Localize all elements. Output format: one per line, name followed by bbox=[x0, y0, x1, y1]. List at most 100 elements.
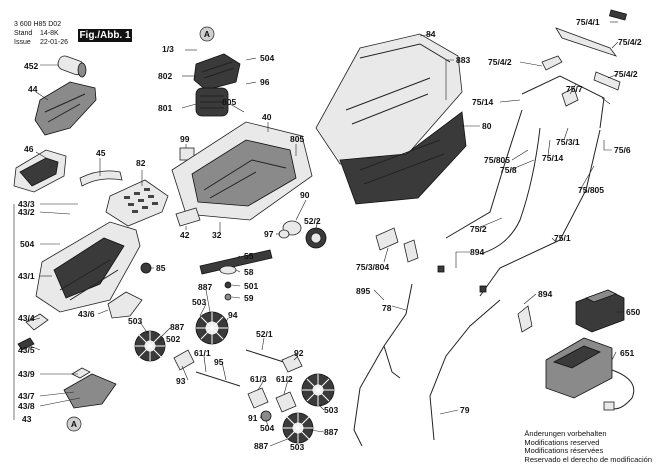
label-75-3-1: 75/3/1 bbox=[556, 137, 580, 147]
part-43-housing bbox=[35, 221, 141, 313]
label-75-8: 75/8 bbox=[500, 165, 517, 175]
label-651: 651 bbox=[620, 348, 634, 358]
label-99: 99 bbox=[180, 134, 190, 144]
part-501-nut bbox=[224, 281, 232, 289]
label-95: 95 bbox=[214, 357, 224, 367]
part-802-motor-top bbox=[193, 53, 241, 91]
label-75-805-b: 75/805 bbox=[578, 185, 604, 195]
label-43-8: 43/8 bbox=[18, 401, 35, 411]
issue-value: 22-01-26 bbox=[40, 39, 69, 46]
part-59-screw bbox=[224, 293, 232, 301]
label-40: 40 bbox=[262, 112, 272, 122]
label-32: 32 bbox=[212, 230, 222, 240]
part-43-7-guard bbox=[63, 373, 117, 409]
part-61-1-axle bbox=[195, 371, 241, 387]
label-75-14-a: 75/14 bbox=[472, 97, 494, 107]
part-75-3-804-clamp bbox=[375, 227, 399, 251]
label-75-1: 75/1 bbox=[554, 233, 571, 243]
modification-notes: Änderungen vorbehalten Modifications res… bbox=[524, 429, 652, 464]
label-452: 452 bbox=[24, 61, 38, 71]
label-504-b: 504 bbox=[20, 239, 34, 249]
label-887-a: 887 bbox=[198, 282, 212, 292]
label-59: 59 bbox=[244, 293, 254, 303]
label-650: 650 bbox=[626, 307, 640, 317]
label-90: 90 bbox=[300, 190, 310, 200]
part-45-grip bbox=[79, 170, 123, 187]
drawing-code: 3 600 H85 D02 bbox=[14, 21, 62, 28]
label-91: 91 bbox=[248, 413, 258, 423]
part-80-grass-box bbox=[339, 111, 467, 205]
part-61-2-bracket bbox=[275, 391, 297, 413]
label-1-3: 1/3 bbox=[162, 44, 174, 54]
label-61-3: 61/3 bbox=[250, 374, 267, 384]
stand-value: 14-8K bbox=[40, 30, 59, 37]
label-75-6: 75/6 bbox=[614, 145, 631, 155]
label-894-a: 894 bbox=[470, 247, 484, 257]
label-52-2: 52/2 bbox=[304, 216, 321, 226]
part-75-6-rail bbox=[559, 129, 601, 241]
label-82: 82 bbox=[136, 158, 146, 168]
label-503-b: 503 bbox=[128, 316, 142, 326]
stand-label: Stand bbox=[14, 30, 33, 37]
part-75-8-cable bbox=[479, 127, 541, 255]
label-45: 45 bbox=[96, 148, 106, 158]
label-75-4-2-b: 75/4/2 bbox=[488, 57, 512, 67]
label-43-1: 43/1 bbox=[18, 271, 35, 281]
label-504-c: 504 bbox=[260, 423, 274, 433]
label-502: 502 bbox=[166, 334, 180, 344]
label-504-a: 504 bbox=[260, 53, 274, 63]
part-43-6-bracket bbox=[107, 291, 143, 319]
label-887-b: 887 bbox=[170, 322, 184, 332]
label-94: 94 bbox=[228, 310, 238, 320]
part-651-charger bbox=[545, 337, 635, 411]
marker-a-bottom-text: A bbox=[71, 419, 77, 429]
label-805-b: 805 bbox=[290, 134, 304, 144]
part-94-wheel bbox=[195, 311, 229, 345]
note-en: Modifications reserved bbox=[524, 437, 600, 447]
label-61-1: 61/1 bbox=[194, 348, 211, 358]
label-75-4-2-c: 75/4/2 bbox=[614, 69, 638, 79]
label-887-c: 887 bbox=[254, 441, 268, 451]
label-75-2: 75/2 bbox=[470, 224, 487, 234]
label-75-805-a: 75/805 bbox=[484, 155, 510, 165]
part-78-lower-handle bbox=[353, 283, 413, 447]
part-44-cover bbox=[34, 81, 97, 136]
part-93-bracket bbox=[173, 349, 195, 371]
label-97: 97 bbox=[264, 229, 274, 239]
part-85-knob bbox=[140, 262, 152, 274]
label-802: 802 bbox=[158, 71, 172, 81]
part-503-rear-wheel-a bbox=[301, 373, 335, 407]
label-883: 883 bbox=[456, 55, 470, 65]
part-91-hub bbox=[260, 410, 272, 422]
label-43-3: 43/3 bbox=[18, 199, 35, 209]
marker-a-top: A bbox=[199, 26, 215, 42]
label-96: 96 bbox=[260, 77, 270, 87]
label-58: 58 bbox=[244, 267, 254, 277]
part-92-bracket bbox=[281, 353, 303, 373]
part-55-blade bbox=[199, 249, 273, 275]
part-42-guard bbox=[175, 207, 201, 227]
label-84: 84 bbox=[426, 29, 436, 39]
marker-a-top-text: A bbox=[204, 29, 210, 39]
part-58-washer bbox=[219, 265, 237, 275]
part-452-cylinder bbox=[57, 55, 87, 78]
note-es: Reservado el derecho de modificación bbox=[524, 454, 652, 464]
label-894-b: 894 bbox=[538, 289, 552, 299]
label-80: 80 bbox=[482, 121, 492, 131]
label-75-7: 75/7 bbox=[566, 84, 583, 94]
label-42: 42 bbox=[180, 230, 190, 240]
note-fr: Modifications réservées bbox=[524, 446, 604, 455]
label-92: 92 bbox=[294, 348, 304, 358]
part-97-ring bbox=[278, 229, 290, 239]
label-78: 78 bbox=[382, 303, 392, 313]
part-502-wheel bbox=[134, 330, 166, 362]
label-503-a: 503 bbox=[192, 297, 206, 307]
part-75-1-rail bbox=[479, 239, 561, 297]
label-75-4-1: 75/4/1 bbox=[576, 17, 600, 27]
part-801-motor bbox=[195, 87, 229, 117]
label-43: 43 bbox=[22, 414, 32, 424]
label-79: 79 bbox=[460, 405, 470, 415]
part-75-2-rail bbox=[445, 109, 523, 239]
part-43-5-clip bbox=[17, 337, 35, 351]
label-75-4-2-a: 75/4/2 bbox=[618, 37, 642, 47]
